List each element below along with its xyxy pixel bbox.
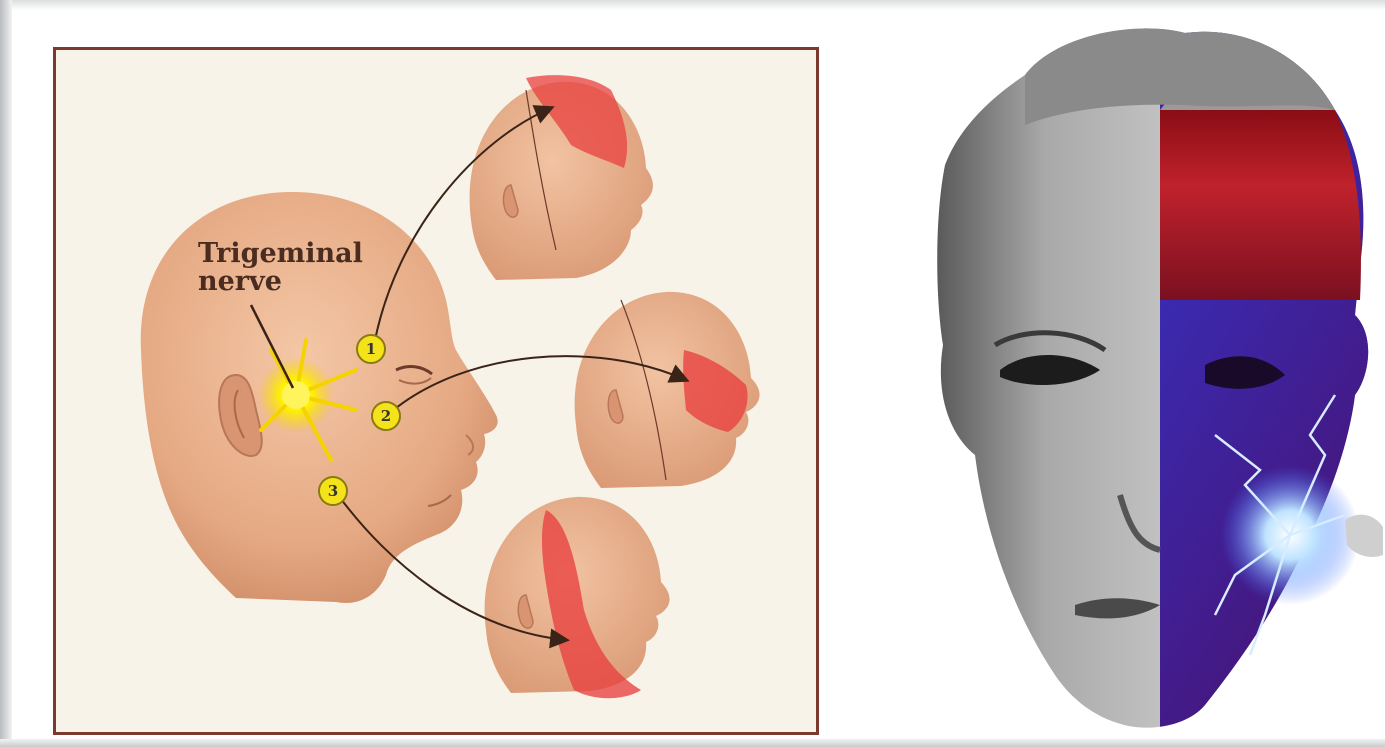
diagram-illustration xyxy=(56,50,816,732)
branch-marker-2: 2 xyxy=(371,401,401,431)
branch-marker-3: 3 xyxy=(318,476,348,506)
label-line-1: Trigeminal xyxy=(198,240,363,268)
trigeminal-nerve-label: Trigeminal nerve xyxy=(198,240,363,296)
left-edge xyxy=(0,0,12,747)
bottom-edge xyxy=(0,739,1385,747)
head-ophthalmic xyxy=(470,75,653,280)
label-line-2: nerve xyxy=(198,268,363,296)
branch-marker-1: 1 xyxy=(356,334,386,364)
head-maxillary xyxy=(575,292,760,488)
head-mandibular xyxy=(485,497,670,698)
top-edge xyxy=(0,0,1385,10)
pain-face-illustration xyxy=(905,15,1385,740)
trigeminal-diagram-panel: Trigeminal nerve 1 2 3 xyxy=(53,47,819,735)
